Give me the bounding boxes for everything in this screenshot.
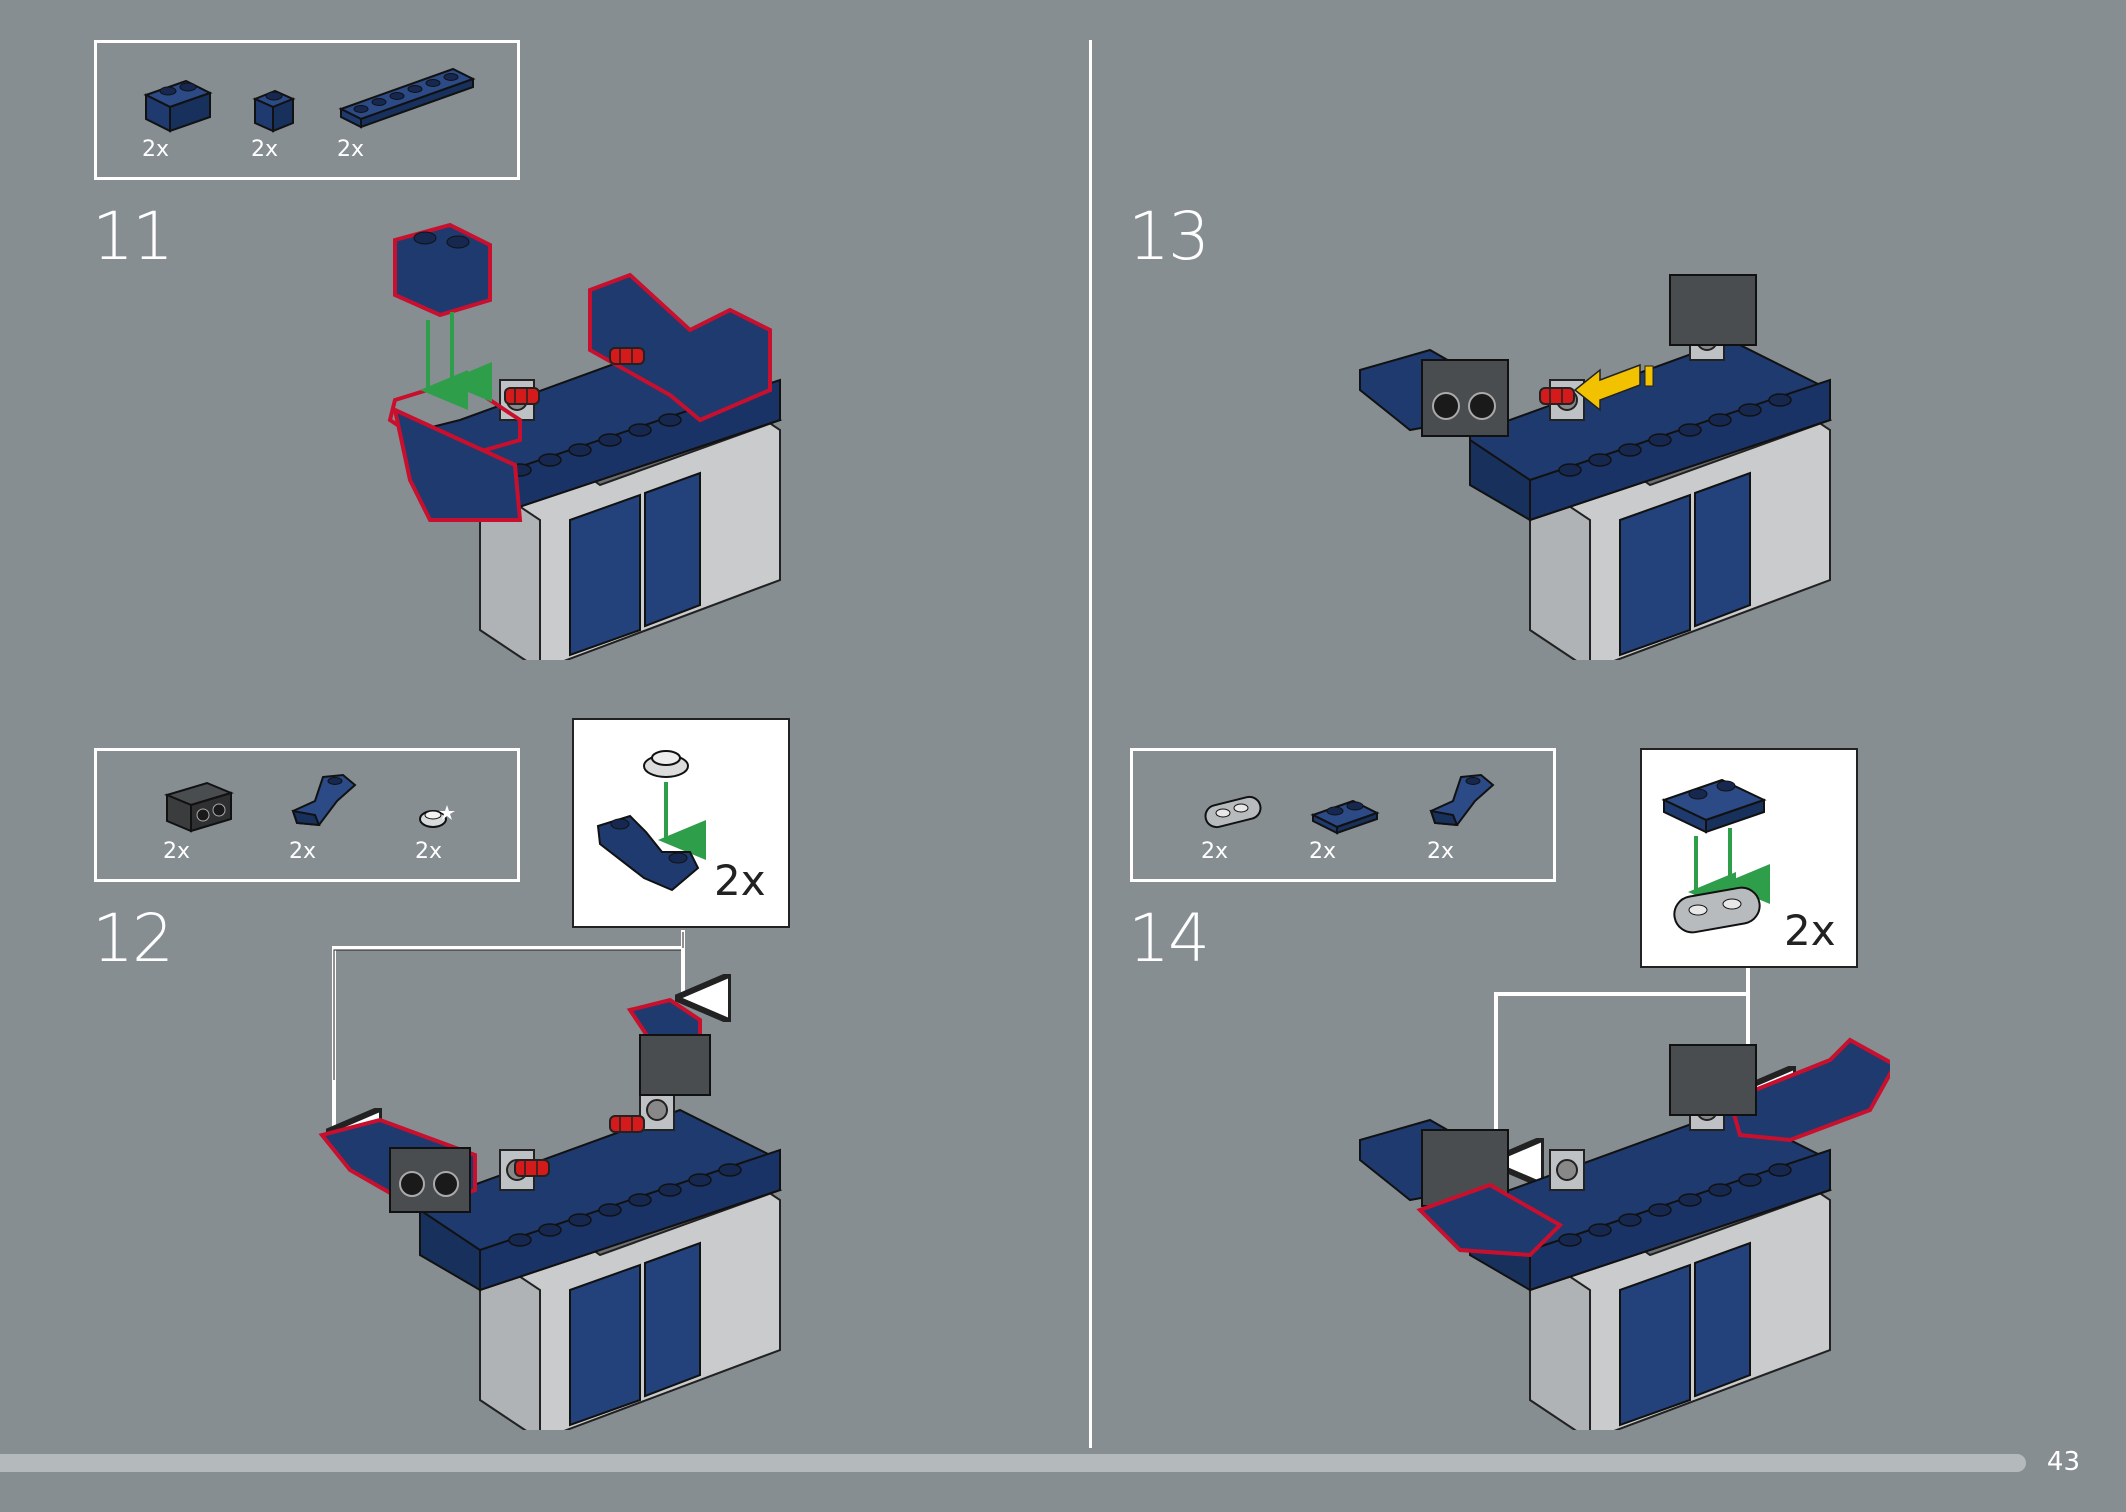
model-step-14: [1359, 968, 1890, 1430]
page-divider: [1089, 40, 1092, 1448]
part-qty: 2x: [289, 839, 317, 864]
parts-box-step-11: 2x 2x 2x: [94, 40, 520, 180]
parts-box-step-12: 2x 2x 2x: [94, 748, 520, 882]
part-qty: 2x: [337, 137, 365, 162]
callout-qty: 2x: [1784, 906, 1836, 955]
callout-qty: 2x: [714, 856, 766, 905]
plate-1x6-blue-icon: [338, 67, 476, 129]
brick-1x2-blue-icon: [143, 79, 213, 133]
model-step-11: [387, 222, 781, 660]
part-qty: 2x: [251, 137, 279, 162]
part-qty: 2x: [1309, 839, 1337, 864]
brick-1x1-blue-icon: [252, 89, 296, 133]
part-qty: 2x: [415, 839, 443, 864]
plate-1x2-rounded-grey-icon: [1204, 795, 1262, 829]
plate-1x2-blue-icon: [1310, 799, 1380, 835]
step-number: 14: [1128, 900, 1210, 977]
part-qty: 2x: [142, 137, 170, 162]
callout-step-12: 2x: [572, 718, 790, 928]
page-number: 43: [2046, 1447, 2080, 1477]
callout-step-14: 2x: [1640, 748, 1858, 968]
subassembly-icon: [1661, 778, 1770, 934]
brick-1x2-technic-dark-grey-icon: [164, 781, 234, 833]
progress-bar: [0, 1454, 2026, 1472]
model-step-13: [1359, 274, 1831, 660]
tile-round-1x1-silver-icon: [419, 805, 455, 828]
step-number: 11: [92, 198, 174, 275]
parts-box-step-14: 2x 2x 2x: [1130, 748, 1556, 882]
part-qty: 2x: [1427, 839, 1455, 864]
step-number: 13: [1128, 198, 1210, 275]
model-step-12: [318, 930, 781, 1430]
part-qty: 2x: [163, 839, 191, 864]
slope-inverted-blue-icon: [291, 773, 357, 827]
slope-inverted-blue-icon: [1429, 773, 1495, 827]
subassembly-icon: [596, 750, 706, 892]
step-number: 12: [92, 900, 174, 977]
part-qty: 2x: [1201, 839, 1229, 864]
